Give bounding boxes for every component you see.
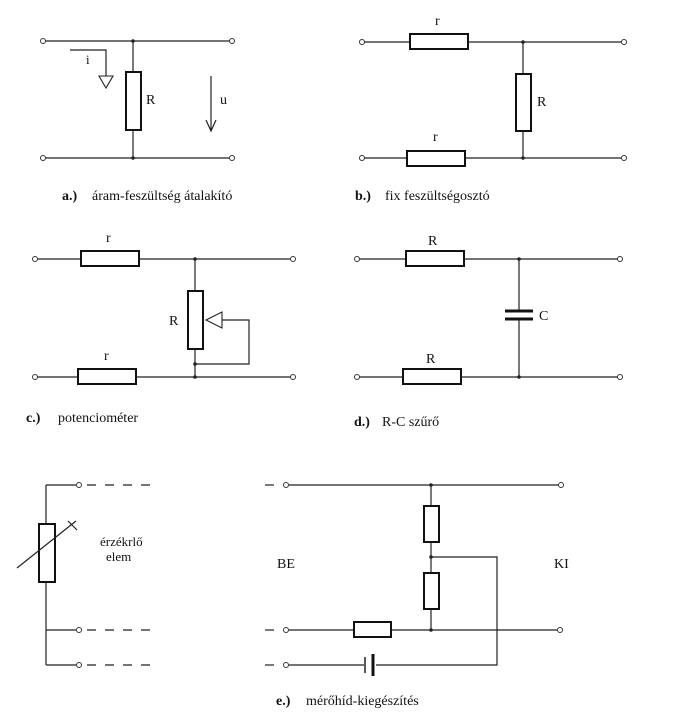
circuit-d-capacitor-label: C bbox=[539, 309, 548, 324]
circuit-e-bridge-resistor-upper bbox=[423, 505, 440, 543]
circuit-c-caption: potenciométer bbox=[58, 411, 138, 426]
circuit-e-bridge: BE KI e.) mérőhíd-kiegészítés bbox=[265, 482, 569, 709]
circuit-d: R R C d.) R-C szűrő bbox=[354, 234, 623, 430]
circuit-a-node-top bbox=[131, 39, 135, 43]
circuit-e-output-label: KI bbox=[554, 557, 569, 572]
circuit-c-wiper-arrow bbox=[204, 311, 223, 329]
circuit-c-node bbox=[193, 362, 197, 366]
circuit-e-terminal bbox=[557, 627, 563, 633]
circuit-c-caption-letter: c.) bbox=[26, 411, 41, 426]
circuit-d-node bbox=[517, 375, 521, 379]
circuit-d-series-resistor-bottom bbox=[402, 368, 462, 385]
circuit-d-caption: R-C szűrő bbox=[382, 415, 439, 430]
circuit-e-input-label: BE bbox=[277, 557, 295, 572]
circuit-e-terminal bbox=[283, 662, 289, 668]
circuit-b-caption: fix feszültségosztó bbox=[385, 189, 490, 204]
circuit-a-resistor bbox=[125, 71, 142, 131]
circuit-b-series-bottom-label: r bbox=[433, 130, 438, 145]
circuit-d-terminal bbox=[354, 256, 360, 262]
circuit-a-terminal bbox=[40, 38, 46, 44]
circuit-e-sensor-terminal bbox=[76, 482, 82, 488]
circuit-e-sensor-terminal bbox=[76, 662, 82, 668]
circuit-d-series-top-label: R bbox=[428, 234, 438, 249]
circuit-c-terminal bbox=[32, 374, 38, 380]
circuit-b-shunt-label: R bbox=[537, 95, 547, 110]
circuit-b-terminal bbox=[621, 155, 627, 161]
circuit-a-current-arrow-head bbox=[98, 75, 114, 90]
circuit-a-resistor-label: R bbox=[146, 93, 156, 108]
circuit-a-terminal bbox=[229, 38, 235, 44]
circuit-b-series-resistor-bottom bbox=[406, 150, 466, 167]
circuit-c-terminal bbox=[290, 256, 296, 262]
circuit-d-series-bottom-label: R bbox=[426, 352, 436, 367]
circuit-b-terminal bbox=[621, 39, 627, 45]
circuit-c-terminal bbox=[290, 374, 296, 380]
circuit-c-series-resistor-top bbox=[80, 250, 140, 267]
circuit-e-sensor-variable-tick bbox=[67, 520, 78, 531]
circuit-a-current-label: i bbox=[86, 52, 90, 67]
circuit-b-node bbox=[521, 156, 525, 160]
circuit-d-node bbox=[517, 257, 521, 261]
circuit-e-series-resistor bbox=[353, 621, 392, 638]
circuit-c-wiper-wire bbox=[195, 319, 250, 365]
circuit-e-terminal bbox=[558, 482, 564, 488]
circuit-a-terminal bbox=[40, 155, 46, 161]
circuit-c-node bbox=[193, 257, 197, 261]
circuit-e-sensor: érzékrlő elem bbox=[16, 482, 150, 668]
circuit-b-node bbox=[521, 40, 525, 44]
circuit-a-node-bottom bbox=[131, 156, 135, 160]
circuit-a-current-arrow-shaft bbox=[70, 49, 107, 76]
circuit-b-terminal bbox=[359, 39, 365, 45]
circuit-e-caption-letter: e.) bbox=[276, 694, 291, 709]
circuit-c-potentiometer bbox=[187, 290, 204, 350]
circuit-b-terminal bbox=[359, 155, 365, 161]
circuit-d-caption-letter: d.) bbox=[354, 415, 370, 430]
circuit-e-caption: mérőhíd-kiegészítés bbox=[306, 694, 419, 709]
circuit-b: r r R b.) fix feszültségosztó bbox=[355, 14, 627, 204]
circuit-e-node bbox=[429, 483, 433, 487]
circuit-d-terminal bbox=[354, 374, 360, 380]
circuit-e-sensor-variable-line bbox=[16, 520, 77, 569]
circuit-b-caption-letter: b.) bbox=[355, 189, 371, 204]
circuit-c-pot-label: R bbox=[169, 314, 179, 329]
circuit-d-terminal bbox=[617, 256, 623, 262]
circuit-b-series-top-label: r bbox=[435, 14, 440, 29]
circuit-e-terminal bbox=[283, 627, 289, 633]
circuit-c-series-top-label: r bbox=[106, 231, 111, 246]
circuit-a-voltage-label: u bbox=[220, 93, 227, 108]
circuit-c-series-bottom-label: r bbox=[104, 349, 109, 364]
circuit-a-voltage-arrow-head bbox=[205, 119, 217, 133]
circuit-d-terminal bbox=[617, 374, 623, 380]
circuit-e-sensor-label: elem bbox=[106, 549, 131, 564]
circuit-c-series-resistor-bottom bbox=[77, 368, 137, 385]
circuit-e-terminal bbox=[283, 482, 289, 488]
circuit-c-node bbox=[193, 375, 197, 379]
circuit-a-caption-letter: a.) bbox=[62, 189, 78, 204]
circuit-b-series-resistor-top bbox=[409, 33, 469, 50]
circuit-e-midpoint-wire bbox=[376, 556, 498, 666]
circuit-a: i R u a.) áram-feszültség átalakító bbox=[40, 38, 235, 204]
circuit-a-terminal bbox=[229, 155, 235, 161]
circuit-c: r r R c.) potenciométer bbox=[26, 231, 296, 426]
circuit-b-shunt-resistor bbox=[515, 73, 532, 132]
circuit-e-sensor-element bbox=[38, 523, 56, 583]
circuit-e-sensor-label: érzékrlő bbox=[100, 534, 143, 549]
circuit-c-terminal bbox=[32, 256, 38, 262]
circuit-e-sensor-terminal bbox=[76, 627, 82, 633]
circuit-e-bridge-resistor-lower bbox=[423, 572, 440, 610]
circuit-a-caption: áram-feszültség átalakító bbox=[92, 189, 232, 204]
circuit-d-series-resistor-top bbox=[405, 250, 465, 267]
